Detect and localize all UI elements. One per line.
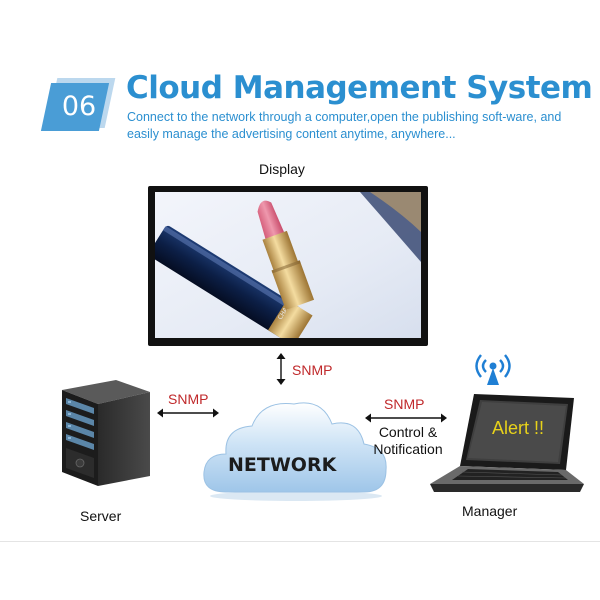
display-network-arrow (276, 353, 286, 385)
display-network-protocol: SNMP (292, 362, 333, 378)
page-title: Cloud Management System (126, 70, 593, 106)
wifi-signal-icon (475, 354, 511, 385)
manager-label: Manager (462, 503, 518, 519)
server-network-arrow (157, 408, 219, 418)
server-network-protocol: SNMP (168, 391, 209, 407)
alert-message: Alert !! (492, 418, 545, 438)
display-label: Display (259, 161, 305, 177)
note-line-1: Control & (378, 424, 438, 440)
section-number: 06 (61, 91, 97, 122)
network-manager-protocol: SNMP (384, 396, 425, 412)
lipstick-ad-image: CHANEL (155, 192, 421, 338)
laptop-icon (430, 394, 584, 492)
note-line-2: Notification (373, 441, 443, 457)
network-manager-arrow (365, 413, 447, 423)
server-icon (62, 380, 150, 486)
divider (0, 541, 600, 542)
display-screen: CHANEL (155, 192, 421, 338)
network-label: NETWORK (228, 454, 337, 476)
server-label: Server (80, 508, 122, 524)
page-subtitle: Connect to the network through a compute… (127, 110, 562, 141)
network-manager-note: Control & Notification (366, 424, 450, 458)
cloud-icon (203, 402, 387, 501)
